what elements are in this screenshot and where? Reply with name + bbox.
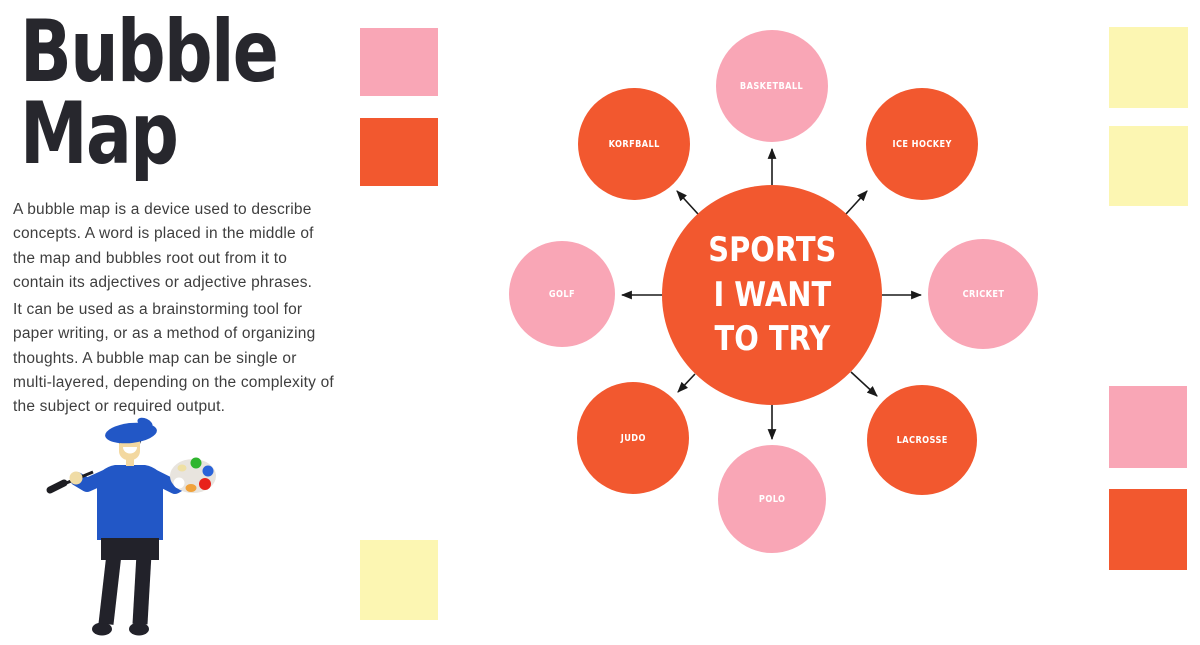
- arrow-to-judo: [677, 373, 696, 393]
- decor-square-right-yellow-2: [1109, 126, 1188, 206]
- painter-smile: [123, 447, 137, 454]
- bubble-label: LACROSSE: [896, 434, 948, 446]
- bubble-label: ICE HOCKEY: [892, 138, 952, 150]
- arrow-to-ice-hockey: [845, 190, 868, 215]
- description-paragraph-1: A bubble map is a device used to describ…: [13, 201, 314, 291]
- bubble-judo: JUDO: [577, 382, 689, 494]
- bubble-polo: POLO: [718, 445, 826, 553]
- bubble-ice-hockey: ICE HOCKEY: [866, 88, 978, 200]
- decor-square-left-orange: [360, 118, 438, 186]
- painter-beret: [105, 422, 157, 444]
- bubble-cricket: CRICKET: [928, 239, 1038, 349]
- painter-shoe-right: [129, 622, 149, 636]
- bubble-lacrosse: LACROSSE: [867, 385, 977, 495]
- page-title-line2: Map: [20, 83, 179, 184]
- decor-square-right-yellow-1: [1109, 27, 1188, 108]
- bubble-map-diagram: SPORTS I WANT TO TRY BASKETBALL ICE HOCK…: [480, 15, 1070, 575]
- decor-square-right-orange: [1109, 489, 1187, 570]
- center-bubble: SPORTS I WANT TO TRY: [662, 185, 882, 405]
- painter-sweater: [97, 465, 163, 540]
- decor-square-left-yellow: [360, 540, 438, 620]
- arrow-to-lacrosse: [850, 371, 878, 397]
- painter-illustration: [46, 417, 216, 636]
- decor-square-left-pink: [360, 28, 438, 96]
- bubble-label: GOLF: [548, 288, 576, 300]
- bubble-basketball: BASKETBALL: [716, 30, 828, 142]
- painter-shoe-left: [92, 622, 112, 636]
- bubble-korfball: KORFBALL: [578, 88, 690, 200]
- bubble-label: BASKETBALL: [740, 80, 804, 92]
- bubble-label: CRICKET: [962, 288, 1004, 300]
- page-title-line1: Bubble: [20, 2, 279, 102]
- decor-square-right-pink: [1109, 386, 1187, 468]
- bubble-label: POLO: [758, 493, 786, 505]
- bubble-golf: GOLF: [509, 241, 615, 347]
- bubble-label: JUDO: [620, 432, 646, 444]
- center-bubble-text: SPORTS I WANT TO TRY: [707, 229, 837, 360]
- bubble-label: KORFBALL: [608, 138, 660, 150]
- page-title: Bubble Map: [20, 2, 279, 184]
- arrow-to-korfball: [676, 190, 699, 215]
- painter-left-hand: [69, 471, 83, 485]
- description-paragraph-2: It can be used as a brainstorming tool f…: [13, 301, 334, 416]
